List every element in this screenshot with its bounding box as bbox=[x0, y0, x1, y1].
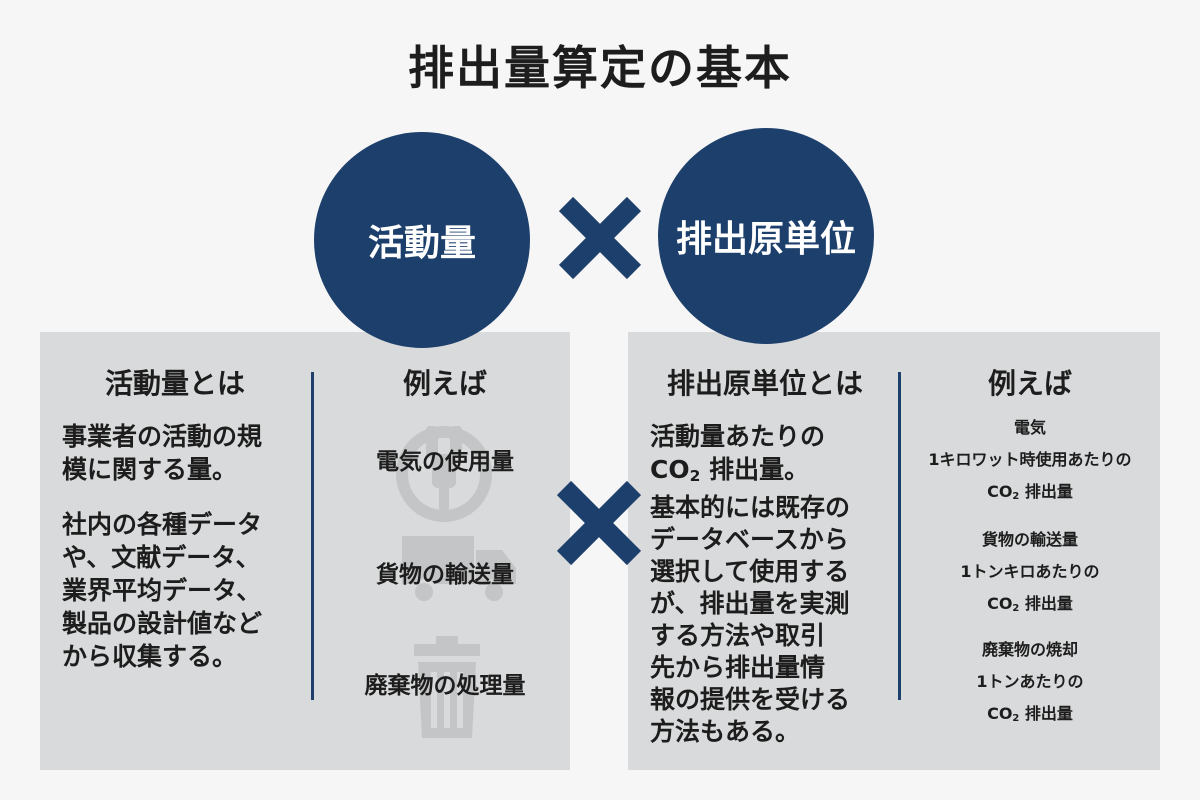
activity-description-2: 社内の各種データ や、文献データ、 業界平均データ、 製品の設計値など から収集… bbox=[62, 510, 263, 671]
activity-example-waste: 廃棄物の処理量 bbox=[364, 673, 526, 699]
factor-example-transport: 貨物の輸送量 1トンキロあたりの CO2 排出量 bbox=[960, 530, 1100, 614]
factor-panel bbox=[628, 332, 1160, 770]
activity-example-transport: 貨物の輸送量 bbox=[376, 562, 514, 588]
activity-description-1: 事業者の活動の規 模に関する量。 bbox=[62, 422, 263, 484]
factor-example-waste: 廃棄物の焼却 1トンあたりの CO2 排出量 bbox=[976, 640, 1084, 724]
activity-circle-label: 活動量 bbox=[367, 223, 476, 264]
factor-examples-heading: 例えば bbox=[987, 367, 1072, 400]
activity-examples-heading: 例えば bbox=[402, 367, 487, 400]
page-title: 排出量算定の基本 bbox=[408, 41, 792, 95]
activity-example-electricity: 電気の使用量 bbox=[376, 449, 514, 475]
factor-example-electricity: 電気 1キロワット時使用あたりの CO2 排出量 bbox=[928, 418, 1132, 502]
factor-circle-label: 排出原単位 bbox=[675, 219, 856, 260]
activity-column-divider bbox=[311, 372, 314, 700]
activity-circle: 活動量 bbox=[314, 132, 530, 348]
activity-heading: 活動量とは bbox=[104, 367, 245, 400]
multiply-icon bbox=[558, 196, 642, 280]
multiply-icon bbox=[556, 480, 642, 566]
factor-circle: 排出原単位 bbox=[658, 128, 874, 344]
truck-icon bbox=[402, 536, 516, 605]
factor-column-divider bbox=[898, 372, 901, 700]
factor-description-2: 基本的には既存の データベースから 選択して使用する が、排出量を実測 する方法… bbox=[650, 493, 851, 746]
factor-heading: 排出原単位とは bbox=[666, 367, 863, 400]
factor-description-1: 活動量あたりの CO2 排出量。 bbox=[650, 422, 826, 486]
trash-can-icon bbox=[414, 636, 480, 738]
power-plug-icon bbox=[396, 426, 492, 522]
